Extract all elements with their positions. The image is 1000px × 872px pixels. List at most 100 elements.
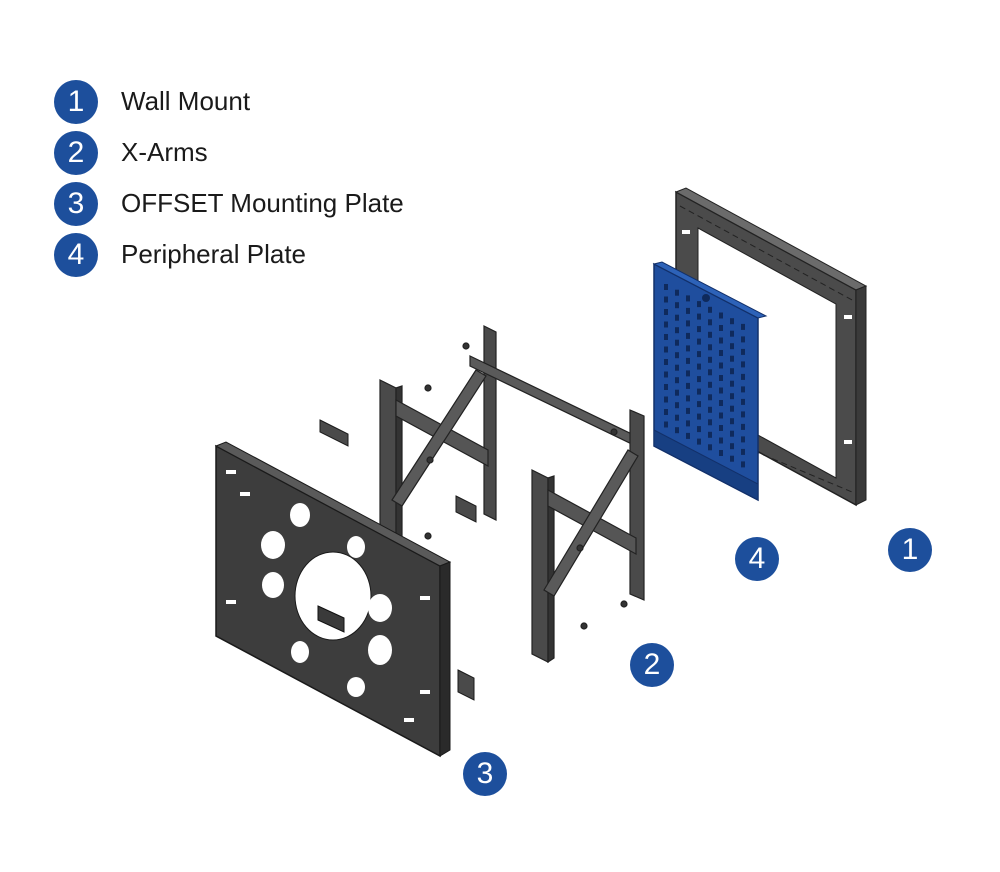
perforation-hole: [730, 405, 734, 412]
callout-x-arms: 2: [630, 643, 674, 687]
perforation-hole: [697, 313, 701, 320]
perforation-hole: [708, 356, 712, 363]
legend-item-peripheral-plate: 4 Peripheral Plate: [54, 233, 474, 277]
perforation-hole: [697, 351, 701, 358]
perforation-hole: [719, 387, 723, 394]
perforation-hole: [719, 362, 723, 369]
perforation-hole: [675, 352, 679, 359]
perforation-hole: [741, 436, 745, 443]
perforation-hole: [730, 430, 734, 437]
perforation-hole: [686, 432, 690, 439]
perforation-hole: [708, 319, 712, 326]
perforation-hole: [664, 371, 668, 378]
perforation-hole: [730, 443, 734, 450]
callout-peripheral-plate: 4: [735, 537, 779, 581]
perforation-hole: [730, 343, 734, 350]
perforation-hole: [730, 318, 734, 325]
perforation-hole: [708, 444, 712, 451]
perforation-hole: [686, 395, 690, 402]
perforation-hole: [708, 406, 712, 413]
perforation-hole: [664, 384, 668, 390]
legend-label-peripheral-plate: Peripheral Plate: [121, 239, 306, 269]
callout-offset-plate: 3: [463, 752, 507, 796]
perforation-hole: [697, 376, 701, 383]
perforation-hole: [697, 401, 701, 408]
perforation-hole: [730, 380, 734, 387]
perforation-hole: [675, 339, 679, 346]
perforation-hole: [686, 295, 690, 302]
perforation-hole: [708, 381, 712, 388]
perforation-hole: [664, 421, 668, 428]
perforation-hole: [719, 312, 723, 319]
perforation-hole: [719, 350, 723, 356]
perforation-hole: [675, 289, 679, 296]
legend-label-wall-mount: Wall Mount: [121, 86, 251, 116]
perforation-hole: [708, 419, 712, 426]
legend-badge-4: 4: [54, 233, 98, 277]
perforation-hole: [708, 394, 712, 401]
perforation-hole: [686, 407, 690, 414]
perforation-hole: [686, 420, 690, 427]
perforation-hole: [675, 414, 679, 421]
perforation-hole: [730, 355, 734, 362]
perforation-hole: [675, 364, 679, 371]
perforation-hole: [741, 461, 745, 468]
perforation-hole: [719, 400, 723, 406]
perforation-hole: [741, 386, 745, 393]
perforation-hole: [719, 325, 723, 331]
legend-badge-3: 3: [54, 182, 98, 226]
perforation-hole: [675, 377, 679, 384]
perforation-hole: [697, 426, 701, 433]
perforation-hole: [741, 448, 745, 455]
perforation-hole: [675, 427, 679, 434]
perforation-hole: [697, 363, 701, 370]
perforation-hole: [741, 361, 745, 368]
callout-wall-mount: 1: [888, 528, 932, 572]
perforation-hole: [686, 332, 690, 339]
peripheral-plate: [652, 261, 768, 502]
legend-label-offset-plate: OFFSET Mounting Plate: [121, 188, 404, 218]
perforation-hole: [741, 423, 745, 430]
perforation-hole: [708, 331, 712, 338]
perforation-hole: [730, 393, 734, 400]
x-arms: [379, 325, 645, 664]
perforation-hole: [719, 412, 723, 419]
perforation-hole: [664, 409, 668, 415]
legend-badge-1: 1: [54, 80, 98, 124]
perforation-hole: [664, 334, 668, 340]
perforation-hole: [719, 375, 723, 381]
perforation-hole: [697, 326, 701, 333]
perforation-hole: [741, 348, 745, 355]
perforation-hole: [708, 431, 712, 438]
perforation-hole: [741, 398, 745, 405]
perforation-hole: [708, 306, 712, 313]
perforation-hole: [730, 418, 734, 425]
perforation-hole: [664, 396, 668, 403]
perforation-hole: [664, 359, 668, 365]
perforation-hole: [686, 307, 690, 314]
perforation-hole: [675, 327, 679, 334]
legend-item-x-arms: 2 X-Arms: [54, 131, 474, 175]
perforation-hole: [741, 411, 745, 418]
hardware-brackets: [319, 419, 477, 701]
perforation-hole: [730, 330, 734, 337]
perforation-hole: [719, 337, 723, 344]
perforation-hole: [686, 320, 690, 327]
legend-item-offset-plate: 3 OFFSET Mounting Plate: [54, 182, 474, 226]
perforation-hole: [686, 345, 690, 352]
perforation-hole: [697, 438, 701, 445]
perforation-hole: [664, 284, 668, 290]
perforation-hole: [675, 314, 679, 321]
perforation-hole: [708, 369, 712, 376]
perforation-hole: [686, 382, 690, 389]
perforation-hole: [719, 450, 723, 456]
perforation-hole: [675, 402, 679, 409]
legend-badge-2: 2: [54, 131, 98, 175]
perforation-hole: [697, 301, 701, 308]
perforation-hole: [697, 413, 701, 420]
perforation-hole: [664, 296, 668, 303]
perforation-hole: [741, 373, 745, 380]
perforation-hole: [719, 425, 723, 431]
legend-item-wall-mount: 1 Wall Mount: [54, 80, 474, 124]
